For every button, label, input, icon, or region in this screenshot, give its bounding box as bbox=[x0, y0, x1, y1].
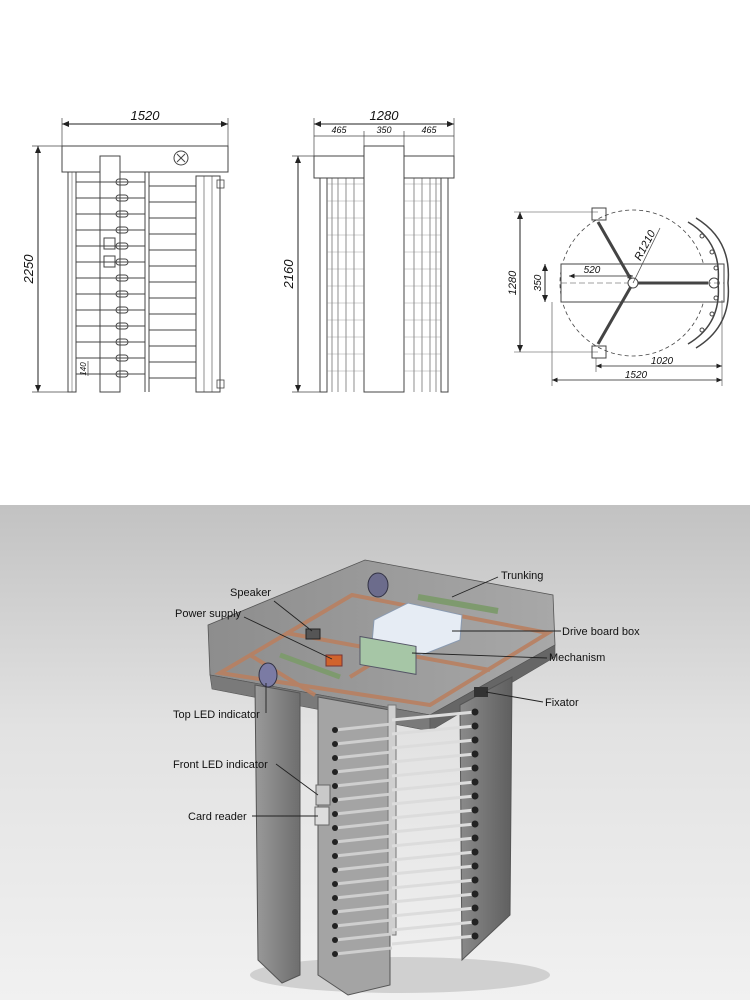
trunking-bar bbox=[417, 594, 499, 614]
mechanism-block bbox=[359, 635, 417, 675]
side-height-dim: 2160 bbox=[281, 259, 296, 290]
front-view bbox=[32, 118, 229, 393]
technical-drawings: 1520 2250 140 1280 465 350 465 2160 bbox=[21, 108, 730, 393]
label-drive-board-box: Drive board box bbox=[562, 626, 640, 638]
top-arm-dim: 520 bbox=[584, 265, 601, 276]
label-trunking: Trunking bbox=[501, 570, 543, 582]
label-card-reader: Card reader bbox=[188, 811, 247, 823]
label-fixator: Fixator bbox=[545, 697, 579, 709]
label-mechanism: Mechanism bbox=[549, 652, 605, 664]
top-inner-width-dim: 1020 bbox=[651, 356, 674, 367]
side-seg-left: 465 bbox=[331, 125, 347, 135]
top-view bbox=[514, 207, 730, 386]
side-seg-mid: 350 bbox=[376, 125, 391, 135]
turnstile-render: Trunking Speaker Power supply Drive boar… bbox=[173, 559, 640, 996]
speaker-block bbox=[305, 628, 321, 640]
roof-speaker-disc bbox=[367, 572, 389, 598]
right-pillar bbox=[459, 676, 513, 962]
label-top-led: Top LED indicator bbox=[173, 709, 260, 721]
top-outer-width-dim: 1520 bbox=[625, 370, 648, 381]
turnstile-render-panel: Trunking Speaker Power supply Drive boar… bbox=[0, 505, 750, 1000]
top-led-disc bbox=[258, 662, 278, 688]
front-small-dim: 140 bbox=[79, 362, 88, 376]
power-supply-block bbox=[325, 654, 343, 667]
front-width-dim: 1520 bbox=[131, 108, 161, 123]
top-depth-dim: 1280 bbox=[507, 270, 519, 295]
left-pillar bbox=[254, 684, 301, 984]
label-front-led: Front LED indicator bbox=[173, 759, 268, 771]
top-center-dim: 350 bbox=[533, 274, 544, 291]
label-power-supply: Power supply bbox=[175, 608, 242, 620]
front-led-module bbox=[315, 784, 331, 806]
side-seg-right: 465 bbox=[421, 125, 437, 135]
front-height-dim: 2250 bbox=[21, 254, 36, 285]
label-speaker: Speaker bbox=[230, 587, 271, 599]
side-view bbox=[292, 118, 455, 393]
side-width-dim: 1280 bbox=[370, 108, 400, 123]
fixator-block bbox=[474, 687, 488, 697]
top-radius-dim: R1210 bbox=[632, 228, 658, 263]
